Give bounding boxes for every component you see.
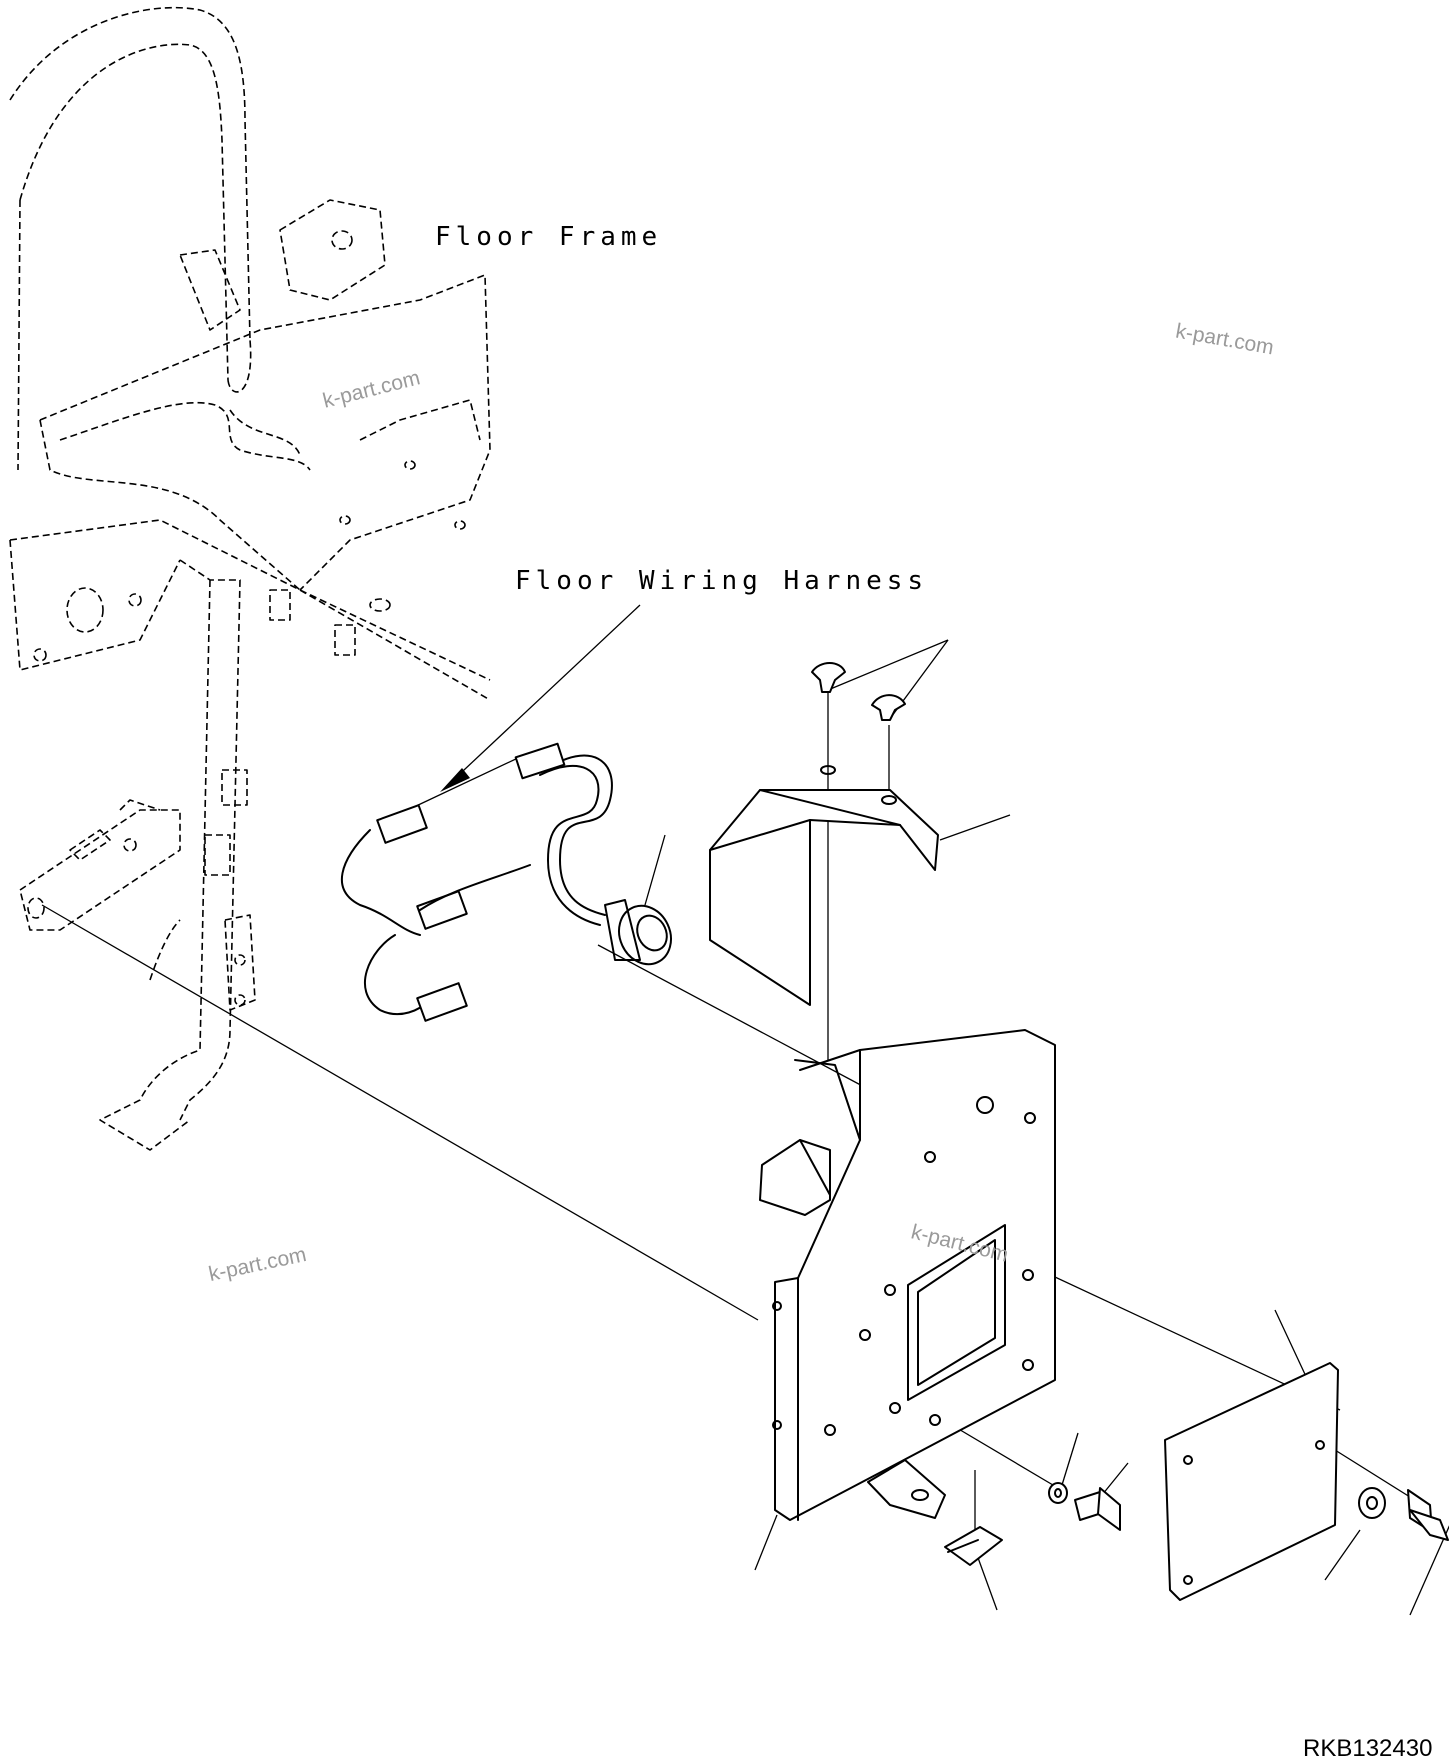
bracket-plate — [759, 1029, 1056, 1521]
floor-frame-label: Floor Frame — [435, 222, 663, 252]
hardware-parts — [944, 1362, 1449, 1601]
floor-frame-phantom — [9, 6, 491, 1151]
leader-lines — [41, 604, 1449, 1616]
cover-part — [709, 662, 939, 1006]
drawing-code: RKB132430 — [1303, 1735, 1433, 1762]
floor-wiring-harness-label: Floor Wiring Harness — [515, 566, 929, 596]
floor-wiring-harness — [341, 742, 672, 1022]
